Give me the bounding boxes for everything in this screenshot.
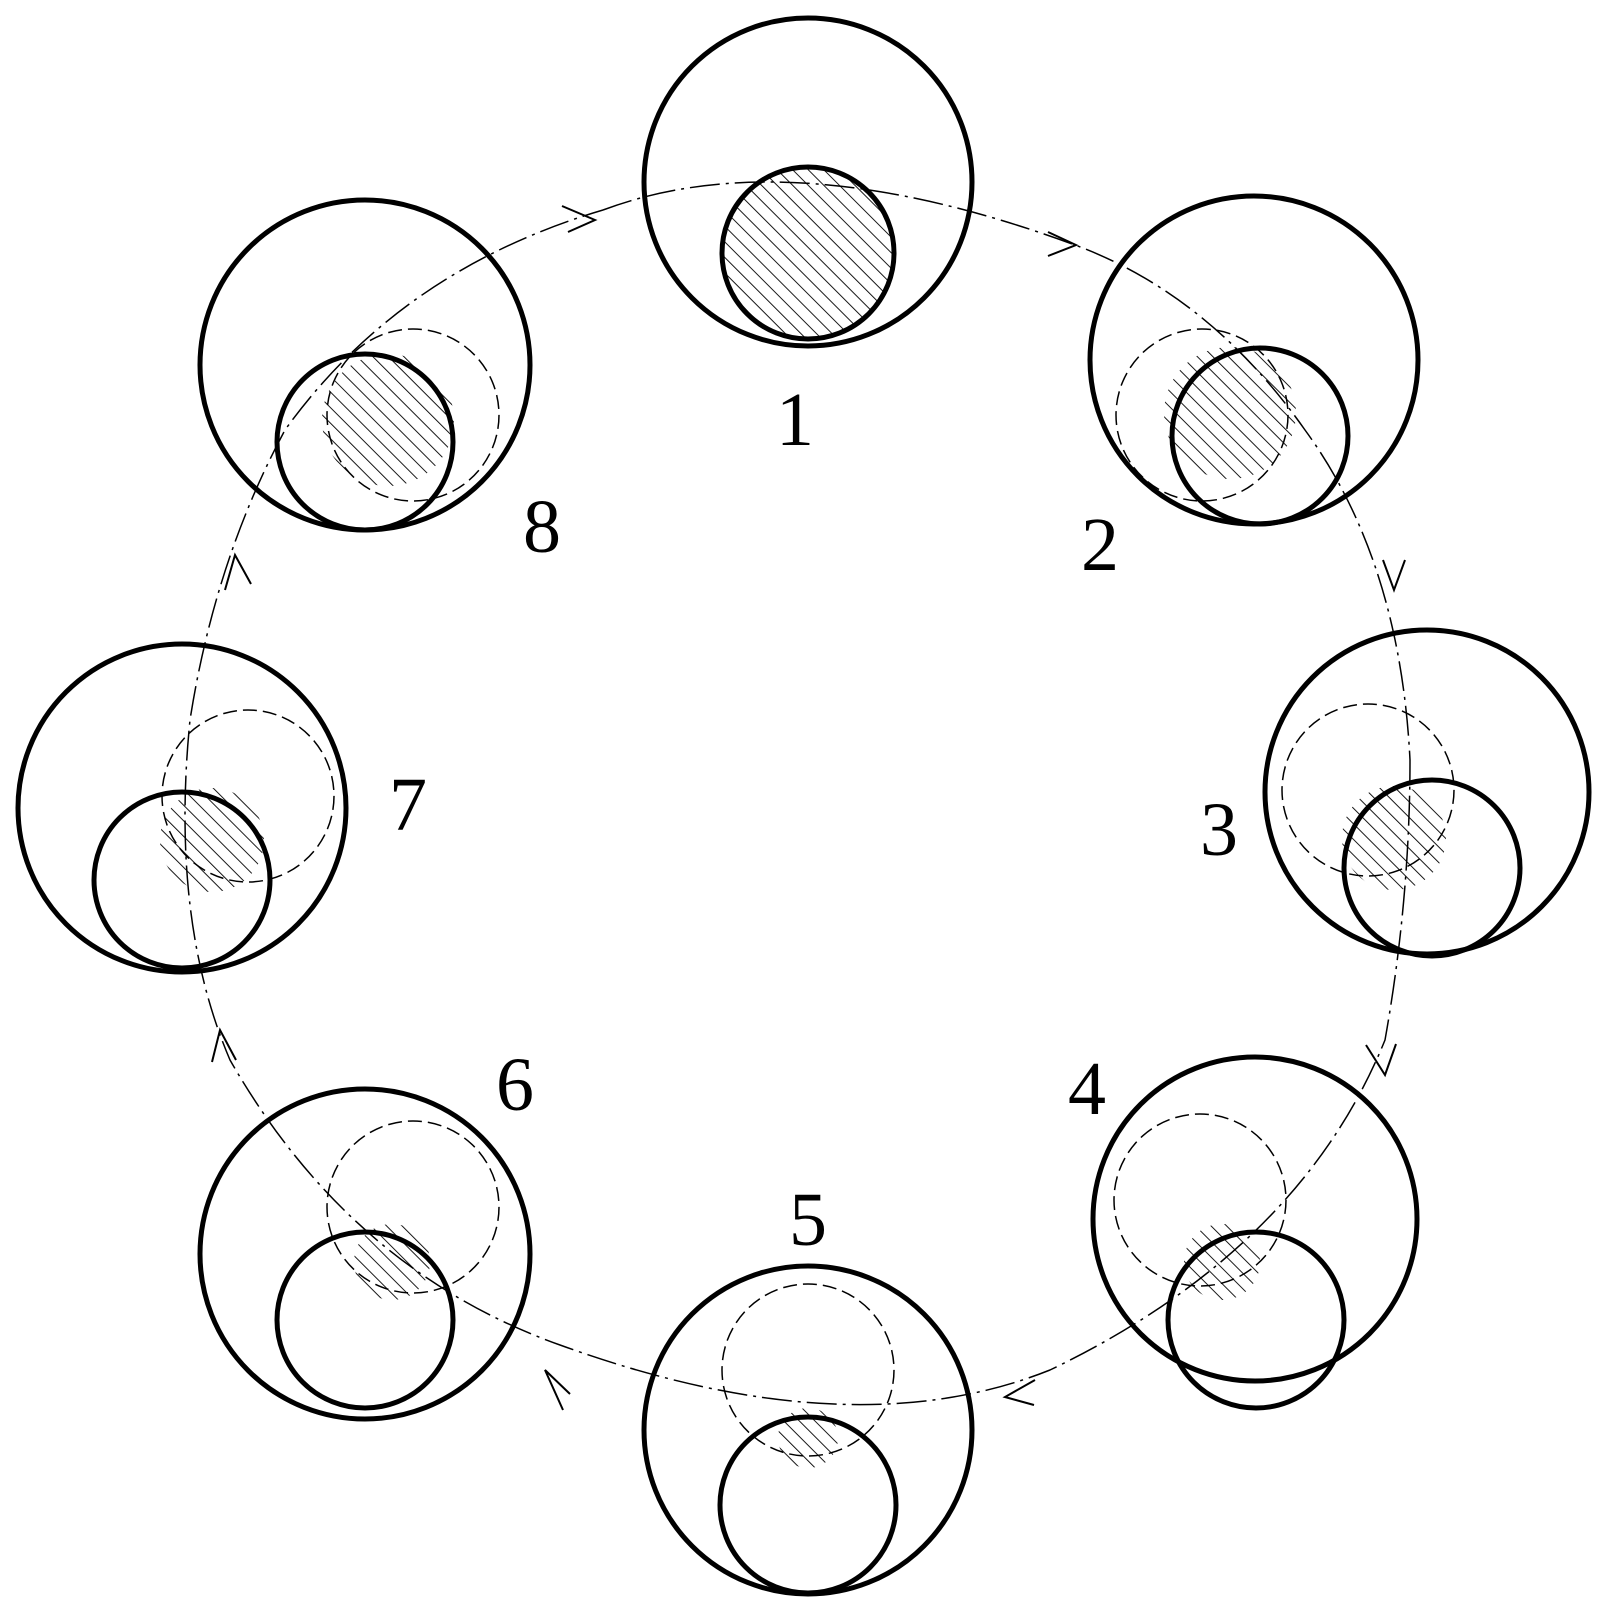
cycle-path: [184, 181, 1411, 1406]
stage-8: 8: [197, 197, 561, 569]
stage-label-8: 8: [523, 485, 561, 569]
stage-label-1: 1: [776, 378, 814, 462]
stage-label-7: 7: [389, 763, 427, 847]
arrow-head: [561, 205, 598, 233]
arrow-head: [544, 1369, 571, 1411]
outer-circle: [641, 15, 975, 349]
outer-circle: [1262, 627, 1592, 957]
hatched-overlap: [722, 167, 894, 339]
inner-circle: [274, 1229, 456, 1411]
outer-circle: [1090, 1054, 1420, 1384]
stage-4: 4: [1068, 1047, 1420, 1411]
hatched-overlap: [1164, 347, 1296, 479]
hatched-overlap: [322, 354, 454, 486]
stage-label-4: 4: [1068, 1047, 1106, 1131]
inner-circle: [719, 164, 897, 342]
stage-label-6: 6: [496, 1043, 534, 1127]
dashed-circle: [1281, 703, 1455, 877]
stage-7: 7: [15, 641, 427, 975]
inner-circle: [1341, 777, 1523, 959]
outer-circle: [197, 1086, 533, 1422]
arrow-head: [1382, 559, 1406, 593]
inner-circle: [1169, 345, 1351, 527]
dashed-circle: [721, 1283, 895, 1457]
stage-label-5: 5: [789, 1178, 827, 1262]
arrow-head: [211, 1027, 237, 1063]
stage-label-2: 2: [1081, 503, 1119, 587]
stage-6: 6: [197, 1043, 534, 1422]
hatched-overlap: [1342, 786, 1446, 890]
hatched-overlap: [778, 1408, 838, 1468]
stage-1: 1: [641, 15, 975, 462]
stage-5: 5: [641, 1178, 975, 1597]
arrow-head: [224, 552, 252, 591]
stage-label-3: 3: [1200, 788, 1238, 872]
inner-circle: [717, 1414, 899, 1596]
arrow-head: [1047, 231, 1079, 257]
arrow-head: [1002, 1379, 1036, 1406]
outer-circle: [15, 641, 349, 975]
arrow-head: [1365, 1043, 1397, 1078]
dashed-circle: [1113, 1113, 1287, 1287]
inner-circle: [1165, 1229, 1347, 1411]
hatched-overlap: [1184, 1224, 1260, 1300]
inner-circle: [91, 789, 273, 971]
hatched-overlap: [160, 788, 264, 892]
stage-2: 2: [1081, 193, 1421, 587]
dashed-circle: [326, 1120, 500, 1294]
cycle-arrows: [211, 205, 1406, 1411]
inner-circle: [274, 351, 456, 533]
stage-3: 3: [1200, 627, 1592, 959]
